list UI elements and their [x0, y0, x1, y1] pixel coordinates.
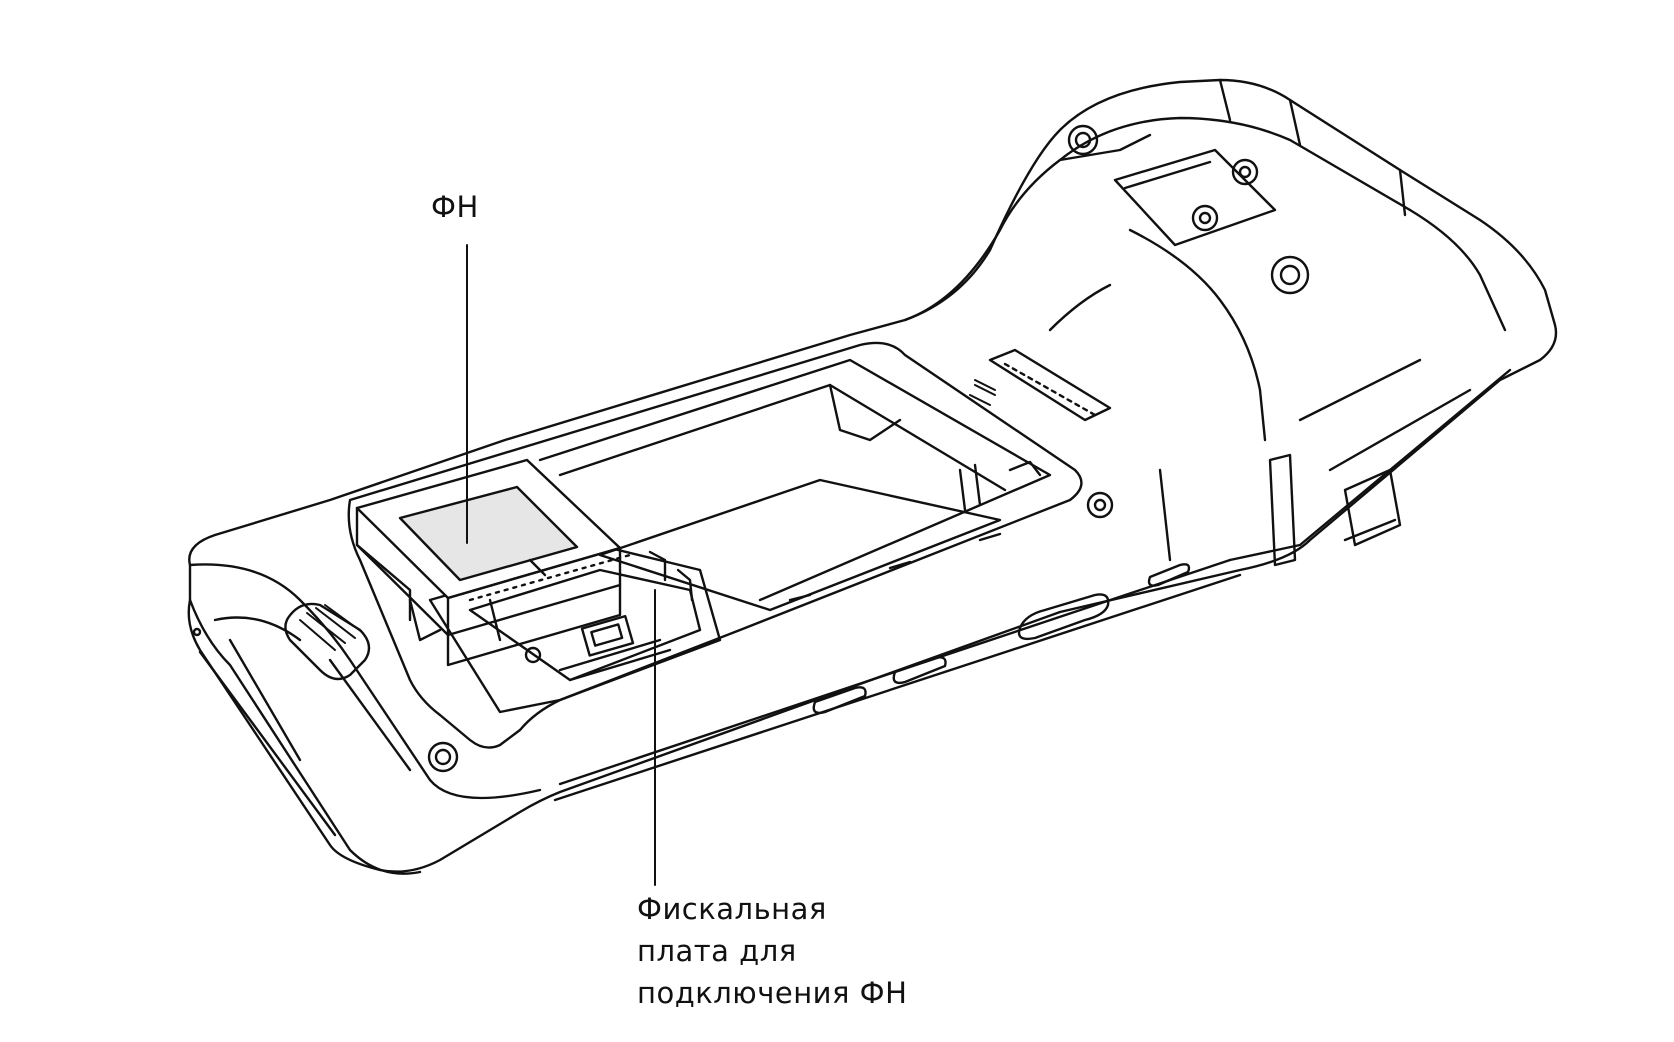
fiscal-board	[428, 546, 722, 714]
label-fiscal-board-line2: плата для	[637, 934, 797, 968]
label-fiscal-board-line3: подключения ФН	[637, 976, 908, 1010]
label-fiscal-board-line1: Фискальная	[637, 892, 827, 926]
battery-compartment	[347, 341, 1083, 749]
label-fiscal-board: Фискальная плата для подключения ФН	[637, 888, 907, 1014]
label-fn: ФН	[431, 190, 479, 224]
terminal-body	[187, 78, 1558, 875]
fiscal-drive-module	[355, 458, 622, 667]
